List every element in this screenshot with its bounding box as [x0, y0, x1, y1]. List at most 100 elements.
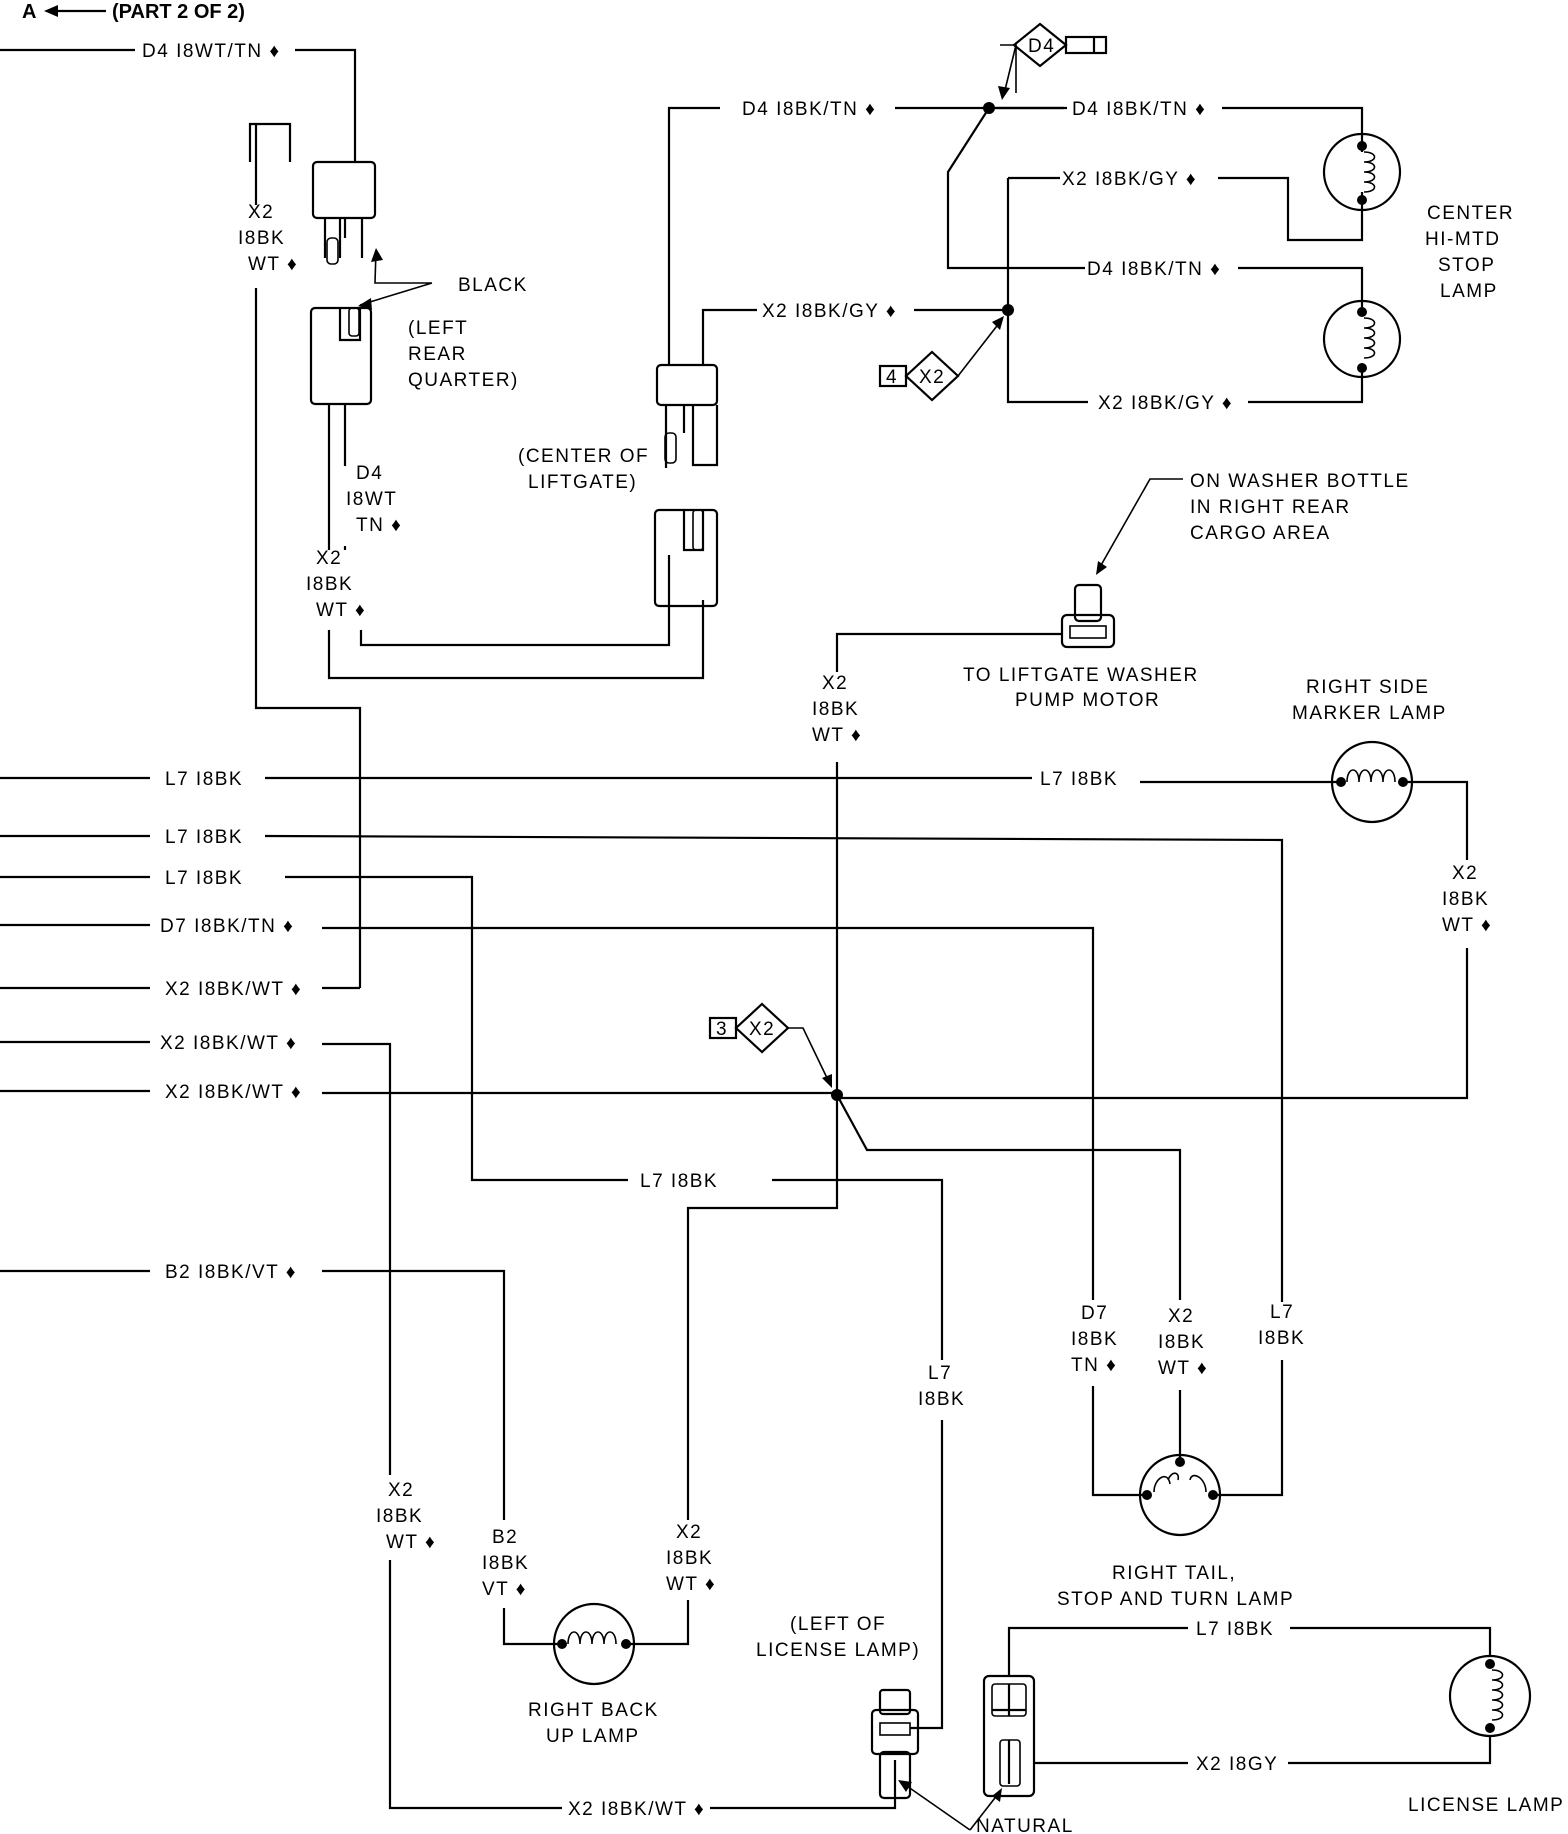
washer-pump-circuit: ON WASHER BOTTLE IN RIGHT REAR CARGO ARE… [806, 471, 1410, 1093]
left-rear-quarter-circuit: D4 I8WT/TN ♦ BLACK (LEFT REAR QUARTER) X… [0, 41, 705, 988]
label-center-stop-3: STOP [1438, 255, 1495, 276]
wire-l7-license-left [1007, 1626, 1188, 1676]
label-center-stop-2: HI-MTD [1425, 229, 1500, 250]
splice-x2-top-leader [957, 321, 1001, 377]
connector-lower-terminal [348, 307, 360, 337]
splice-x2-mid-arrow [822, 1074, 832, 1088]
wire-label-l7-b: L7 I8BK [165, 827, 243, 848]
connector-upper-pins [323, 218, 364, 258]
vlabel-v2-3: TN ♦ [356, 515, 402, 536]
splice-x2-mid-leader [788, 1027, 829, 1081]
washer-connector-slot [1069, 625, 1107, 639]
wire-x2-bottom-right [710, 1798, 897, 1810]
washer-connector-body [1060, 613, 1116, 649]
lamp2-filament [1363, 317, 1376, 359]
wire-label-d4-bktn-c: D4 I8BK/TN ♦ [1087, 259, 1221, 280]
splice-x2-mid-diamond [734, 1002, 790, 1054]
vlabel-v4-3: WT ♦ [812, 725, 862, 746]
liftgate-upper-terminal [664, 432, 677, 464]
liftgate-upper-pins [664, 405, 719, 468]
label-center-of-liftgate-2: LIFTGATE) [528, 472, 637, 493]
connector-upper-terminal [326, 237, 339, 265]
wire-label-x2-bkwt-bottom: X2 I8BK/WT ♦ [568, 1799, 705, 1820]
wire-label-d4-wttn: D4 I8WT/TN ♦ [142, 41, 281, 62]
label-right-marker-1: RIGHT SIDE [1306, 677, 1429, 698]
wire-x2-to-backup [628, 1600, 690, 1646]
wire-d7-to-tail [1091, 1386, 1147, 1497]
wire-x2-to-liftgate [327, 540, 705, 680]
black-callout-leader [359, 249, 433, 306]
vlabel-v7-2: I8BK [1158, 1332, 1205, 1353]
wire-l7-license-right [1290, 1626, 1492, 1656]
wire-x2-loop-top [248, 122, 292, 162]
mask-v6 [1065, 1303, 1129, 1385]
vlabel-v11-2: I8BK [482, 1553, 529, 1574]
tail-terminal-top [1175, 1457, 1185, 1467]
label-natural: NATURAL [976, 1816, 1074, 1834]
license-terminal-top [1485, 1659, 1495, 1669]
wire-label-x2-bkwt-a: X2 I8BK/WT ♦ [165, 979, 302, 1000]
label-washer-pump-2: PUMP MOTOR [1015, 690, 1160, 711]
vlabel-v5-2: I8BK [1442, 889, 1489, 910]
wire-d4-down [946, 107, 1085, 270]
mask-v2 [340, 466, 402, 546]
washer-callout-leader [1099, 478, 1183, 568]
black-callout-arrow-upper [371, 248, 383, 262]
license-lamp-circuit: L7 I8BK (LEFT OF LICENSE LAMP) X2 I8BK/W… [568, 1362, 1563, 1834]
wire-x2-vertical-lower [254, 288, 362, 988]
wire-label-l7-license: L7 I8BK [1196, 1619, 1274, 1640]
splice-x2-top-num: 4 [886, 367, 898, 388]
wire-b2-to-backup [502, 1608, 560, 1646]
mask-v10 [360, 1478, 424, 1560]
center-of-liftgate-connector: (CENTER OF LIFTGATE) [518, 106, 757, 608]
mask-v9 [908, 1362, 974, 1418]
label-washer-bottle-1: ON WASHER BOTTLE [1190, 471, 1410, 492]
vlabel-v8-1: L7 [1270, 1302, 1294, 1323]
label-right-backup-1: RIGHT BACK [528, 1700, 659, 1721]
lamp2-terminal-top [1357, 307, 1367, 317]
license-left-connector-slot [879, 1722, 911, 1736]
wire-x2-bkgy-liftgate [701, 308, 757, 365]
right-backup-lamp-circuit: X2 I8BK WT ♦ B2 I8BK VT ♦ X2 I8BK WT ♦ R… [360, 1478, 724, 1810]
label-left-of-license-2: LICENSE LAMP) [756, 1640, 920, 1661]
right-tail-lamp [1138, 1453, 1222, 1537]
mask-v4 [806, 672, 872, 754]
vlabel-v6-2: I8BK [1071, 1329, 1118, 1350]
label-left-rear-quarter-2: REAR [408, 344, 467, 365]
lamp2-terminal-bottom [1357, 363, 1367, 373]
label-right-backup-2: UP LAMP [546, 1726, 640, 1747]
vlabel-v1-3: WT ♦ [248, 254, 298, 275]
label-left-rear-quarter-1: (LEFT [408, 318, 468, 339]
right-backup-lamp [552, 1602, 636, 1686]
marker-filament [1346, 769, 1396, 783]
wire-l7-to-license-connector [910, 1420, 944, 1730]
backup-terminal-left [557, 1639, 567, 1649]
wire-l7-b-right [264, 834, 1284, 1318]
splice-x2-mid-num: 3 [716, 1019, 728, 1040]
wire-d4-bktn-liftgate [667, 106, 720, 365]
right-side-marker-circuit: RIGHT SIDE MARKER LAMP X2 I8BK WT ♦ [837, 677, 1498, 1100]
label-washer-pump-1: TO LIFTGATE WASHER [963, 665, 1199, 686]
splice-d4-arrow-line [1004, 44, 1017, 91]
label-black: BLACK [458, 275, 528, 296]
vlabel-v3-3: WT ♦ [316, 600, 366, 621]
liftgate-upper-body [655, 363, 719, 407]
vlabel-v2-2: I8WT [346, 489, 397, 510]
vlabel-v9-2: I8BK [918, 1389, 965, 1410]
vlabel-v4-1: X2 [822, 673, 848, 694]
vlabel-v1-2: I8BK [238, 228, 285, 249]
license-terminal-bottom [1485, 1723, 1495, 1733]
wire-x2-to-backup [686, 1095, 839, 1520]
vlabel-v10-1: X2 [388, 1480, 414, 1501]
label-right-marker-2: MARKER LAMP [1292, 703, 1447, 724]
ref-letter: A [22, 1, 36, 23]
vlabel-v7-1: X2 [1168, 1306, 1194, 1327]
lamp1-filament [1363, 151, 1376, 193]
wire-label-l7-a: L7 I8BK [165, 769, 243, 790]
label-right-tail-1: RIGHT TAIL, [1112, 1563, 1236, 1584]
vlabel-v7-3: WT ♦ [1158, 1358, 1208, 1379]
wire-label-l7-c: L7 I8BK [165, 868, 243, 889]
wire-marker-to-x2 [1403, 780, 1469, 860]
center-stop-lamp-circuit: D4 I8BK/TN ♦ D4 I8BK/TN ♦ D4 X2 I8BK/GY … [742, 22, 1513, 414]
